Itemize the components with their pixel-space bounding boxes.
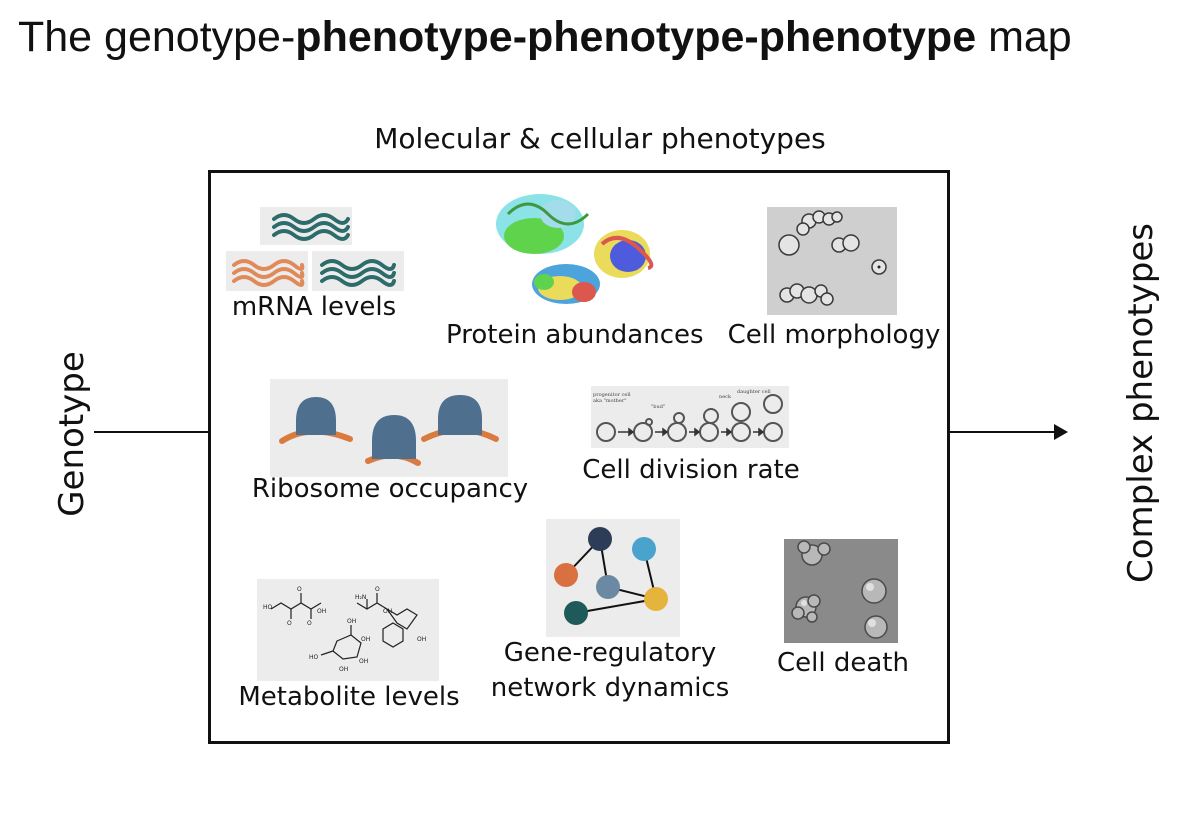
network-icon xyxy=(546,519,680,637)
title-suffix: map xyxy=(976,13,1072,61)
svg-text:O: O xyxy=(307,620,312,627)
complex-phenotypes-label: Complex phenotypes xyxy=(1121,222,1161,583)
cell-death-image xyxy=(784,539,898,643)
svg-text:OH: OH xyxy=(383,608,392,615)
svg-text:OH: OH xyxy=(317,608,326,615)
title-bold: phenotype-phenotype-phenotype xyxy=(295,13,977,61)
mrna-icon xyxy=(226,207,404,291)
neck-annotation: neck xyxy=(719,394,732,400)
svg-text:O: O xyxy=(287,620,292,627)
protein-structure-icon xyxy=(496,194,654,304)
mother-annotation: aka "mother" xyxy=(593,398,627,404)
death-label: Cell death xyxy=(777,648,909,678)
phenotypes-box xyxy=(208,170,950,744)
svg-text:OH: OH xyxy=(361,636,370,643)
metabolite-label: Metabolite levels xyxy=(238,682,460,712)
genotype-label: Genotype xyxy=(52,351,92,517)
svg-text:OH: OH xyxy=(347,618,356,625)
ribosome-icon xyxy=(270,379,508,477)
bud-annotation: "bud" xyxy=(651,404,665,410)
cell-morphology-image xyxy=(767,207,897,315)
svg-text:OH: OH xyxy=(359,658,368,665)
svg-text:O: O xyxy=(297,586,302,593)
title-prefix: The genotype- xyxy=(18,13,296,61)
svg-text:O: O xyxy=(375,586,380,593)
output-arrowhead xyxy=(1054,424,1068,440)
genotype-arrow-line xyxy=(94,431,208,433)
network-label: Gene-regulatory network dynamics xyxy=(470,636,750,706)
output-arrow-line xyxy=(950,431,1056,433)
progenitor-annotation: progenitor cell xyxy=(593,392,631,398)
svg-text:OH: OH xyxy=(339,666,348,673)
protein-label: Protein abundances xyxy=(446,320,704,350)
cell-division-diagram: progenitor cell aka "mother" "bud" neck … xyxy=(591,386,789,448)
svg-text:HO: HO xyxy=(309,654,319,661)
box-heading: Molecular & cellular phenotypes xyxy=(374,122,826,155)
svg-text:HO: HO xyxy=(263,604,273,611)
division-label: Cell division rate xyxy=(582,455,800,485)
svg-text:H₂N: H₂N xyxy=(355,594,366,601)
mrna-label: mRNA levels xyxy=(231,292,397,322)
daughter-annotation: daughter cell xyxy=(737,389,771,395)
page-title: The genotype-phenotype-phenotype-phenoty… xyxy=(18,10,1072,64)
network-label-line2: network dynamics xyxy=(490,673,730,703)
ribosome-label: Ribosome occupancy xyxy=(251,474,529,504)
network-label-line1: Gene-regulatory xyxy=(503,638,717,668)
svg-text:OH: OH xyxy=(417,636,426,643)
metabolite-structures-image: HO OH O O O H₂N OH O OH HO OH OH OH OH xyxy=(257,579,439,681)
morphology-label: Cell morphology xyxy=(727,320,941,350)
